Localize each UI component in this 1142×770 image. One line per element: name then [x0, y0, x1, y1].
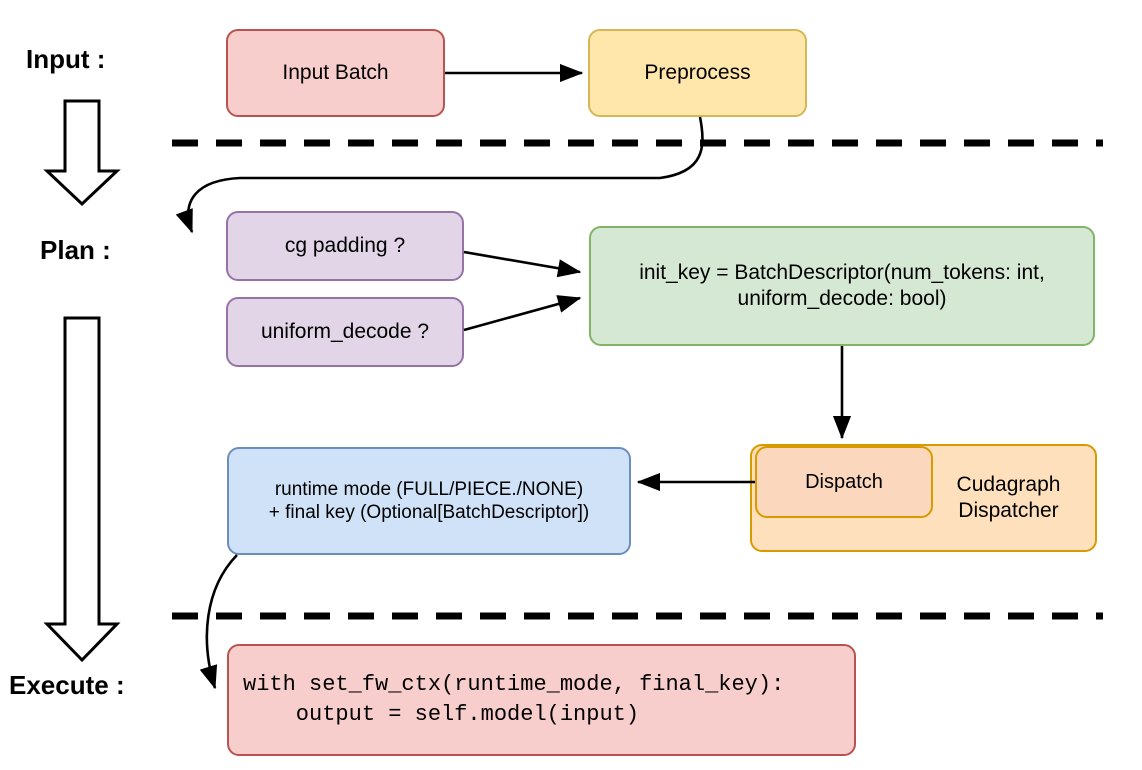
node-dispatch-label: Dispatch	[805, 470, 883, 493]
edge-uniform-decode-to-init-key	[463, 295, 582, 332]
node-runtime-mode[interactable]: runtime mode (FULL/PIECE./NONE) + final …	[227, 447, 631, 555]
stage-label-execute: Execute :	[9, 670, 125, 700]
node-cg-padding[interactable]: cg padding ?	[226, 211, 464, 281]
node-cudagraph-dispatcher-label-line1: Cudagraph	[956, 473, 1061, 497]
node-cudagraph-dispatcher-label-line2: Dispatcher	[958, 499, 1059, 522]
node-runtime-mode-label-line1: runtime mode (FULL/PIECE./NONE)	[274, 478, 584, 500]
node-cg-padding-label: cg padding ?	[284, 234, 406, 258]
node-init-key-label-line2: uniform_decode: bool)	[737, 287, 947, 310]
node-dispatch[interactable]: Dispatch	[755, 446, 933, 518]
node-init-key-label-line1: init_key = BatchDescriptor(num_tokens: i…	[639, 261, 1045, 285]
node-execute-code[interactable]: with set_fw_ctx(runtime_mode, final_key)…	[227, 644, 856, 756]
node-preprocess-label: Preprocess	[644, 61, 751, 85]
node-init-key[interactable]: init_key = BatchDescriptor(num_tokens: i…	[589, 226, 1095, 346]
node-execute-code-line1: with set_fw_ctx(runtime_mode, final_key)…	[243, 672, 785, 698]
edge-cg-padding-to-init-key	[463, 250, 582, 278]
node-input-batch[interactable]: Input Batch	[226, 29, 445, 117]
node-preprocess[interactable]: Preprocess	[588, 29, 807, 117]
input-to-plan-arrow	[43, 99, 121, 207]
node-uniform-decode[interactable]: uniform_decode ?	[226, 297, 464, 367]
node-execute-code-line2: output = self.model(input)	[243, 702, 640, 727]
plan-to-execute-arrow	[43, 316, 121, 663]
node-uniform-decode-label: uniform_decode ?	[260, 320, 430, 344]
stage-label-plan: Plan :	[40, 235, 111, 265]
node-runtime-mode-label-line2: + final key (Optional[BatchDescriptor])	[268, 502, 590, 523]
stage-label-input: Input :	[26, 44, 106, 74]
node-input-batch-label: Input Batch	[282, 61, 389, 85]
